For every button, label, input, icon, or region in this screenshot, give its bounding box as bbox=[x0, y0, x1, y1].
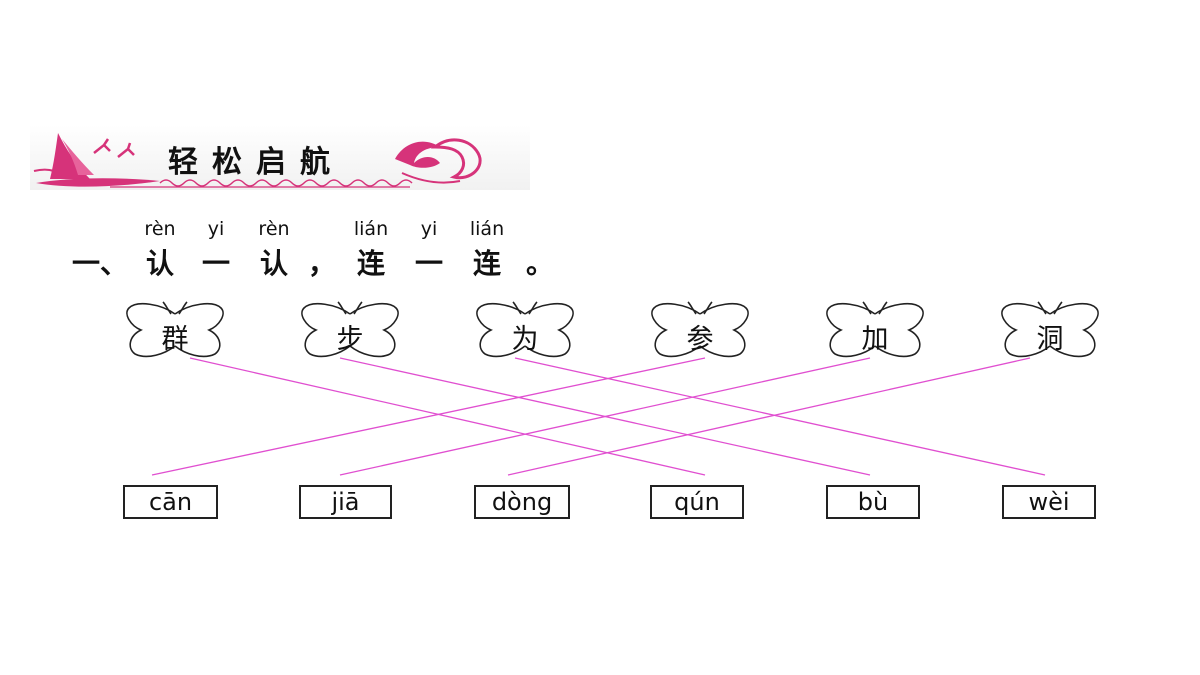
instruction-char: 一 bbox=[201, 247, 231, 280]
pinyin-yi-2: yi bbox=[420, 218, 438, 240]
instruction-char: 。 bbox=[525, 247, 555, 280]
character-label: 为 bbox=[511, 324, 539, 355]
instruction-number: 一、 bbox=[71, 247, 129, 280]
character-label: 群 bbox=[161, 324, 189, 355]
butterfly-card[interactable]: 洞 bbox=[1000, 300, 1100, 360]
pinyin-box[interactable]: dòng bbox=[474, 485, 570, 519]
pinyin-box[interactable]: jiā bbox=[299, 485, 392, 519]
butterfly-card[interactable]: 群 bbox=[125, 300, 225, 360]
pinyin-box[interactable]: bù bbox=[826, 485, 920, 519]
birds-icon bbox=[93, 138, 135, 158]
section-banner: 轻松启航 bbox=[30, 125, 530, 190]
match-line bbox=[507, 357, 1031, 476]
pinyin-box[interactable]: wèi bbox=[1002, 485, 1096, 519]
pinyin-yi-1: yi bbox=[207, 218, 225, 240]
match-line bbox=[189, 357, 706, 476]
instruction-char: 连 bbox=[472, 247, 502, 280]
match-line bbox=[514, 357, 1046, 476]
butterfly-card[interactable]: 参 bbox=[650, 300, 750, 360]
character-label: 步 bbox=[336, 324, 364, 355]
match-line bbox=[151, 357, 706, 476]
instruction-char: 认 bbox=[259, 247, 289, 280]
butterfly-card[interactable]: 步 bbox=[300, 300, 400, 360]
pinyin-lian-1: lián bbox=[353, 218, 389, 240]
character-label: 加 bbox=[861, 324, 889, 355]
wave-ornament-icon bbox=[110, 138, 482, 188]
sailboat-icon bbox=[33, 133, 160, 187]
pinyin-box[interactable]: qún bbox=[650, 485, 744, 519]
banner-title: 轻松启航 bbox=[168, 145, 344, 180]
match-line bbox=[339, 357, 871, 476]
pinyin-lian-2: lián bbox=[469, 218, 505, 240]
pinyin-ren-2: rèn bbox=[258, 218, 290, 240]
butterfly-card[interactable]: 加 bbox=[825, 300, 925, 360]
pinyin-box[interactable]: cān bbox=[123, 485, 218, 519]
character-label: 洞 bbox=[1036, 324, 1064, 355]
instruction-line: 一、 认 一 认 ， 连 一 连 。 bbox=[0, 242, 1200, 282]
pinyin-ren-1: rèn bbox=[144, 218, 176, 240]
instruction-char: 一 bbox=[414, 247, 444, 280]
instruction-char: ， bbox=[307, 247, 337, 280]
character-label: 参 bbox=[686, 324, 714, 355]
instruction-pinyin: rèn yi rèn lián yi lián bbox=[0, 218, 1200, 242]
instruction-char: 认 bbox=[145, 247, 175, 280]
instruction-char: 连 bbox=[356, 247, 386, 280]
butterfly-card[interactable]: 为 bbox=[475, 300, 575, 360]
